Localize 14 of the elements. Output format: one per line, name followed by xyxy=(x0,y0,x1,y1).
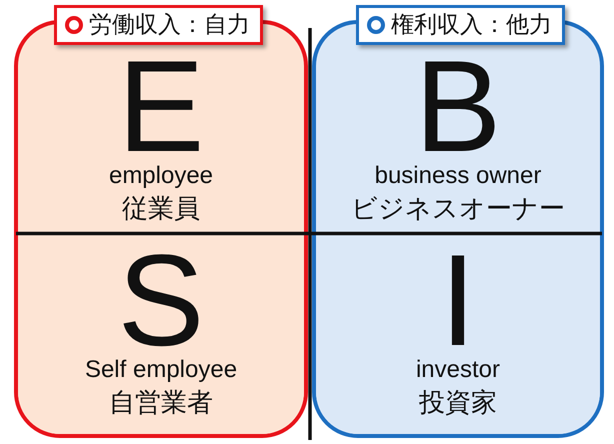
role-name: business owner xyxy=(374,161,542,191)
quadrant-letter: B xyxy=(414,51,502,161)
heading-text: 労働収入：自力 xyxy=(89,11,250,40)
role-name: investor xyxy=(416,355,500,385)
heading-text: 権利収入：他力 xyxy=(391,11,552,40)
quadrant-letter: I xyxy=(440,245,476,355)
quadrant-letter: E xyxy=(118,51,204,161)
role-name: employee xyxy=(108,161,214,191)
role-name-japanese: 自営業者 xyxy=(109,387,213,420)
role-name-japanese: ビジネスオーナー xyxy=(351,193,565,226)
role-name: Self employee xyxy=(84,355,238,385)
role-name-japanese: 従業員 xyxy=(122,193,200,226)
quadrant-letter: S xyxy=(118,245,204,355)
role-name-japanese: 投資家 xyxy=(419,387,497,420)
